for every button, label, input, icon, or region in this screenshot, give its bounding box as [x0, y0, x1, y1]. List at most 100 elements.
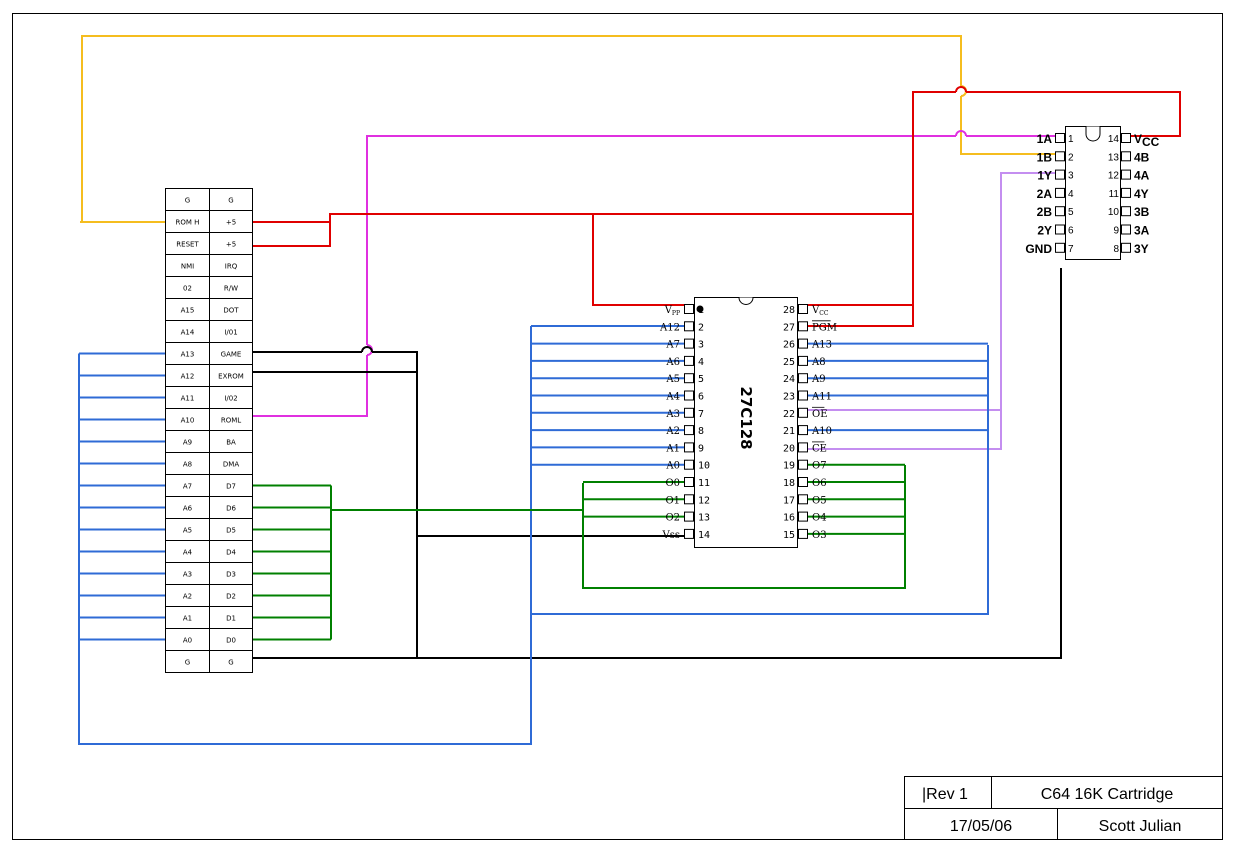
revision-label: |Rev 1: [922, 786, 968, 803]
eprom-body: [694, 297, 798, 548]
port-pin-label: G: [185, 197, 190, 205]
eprom-pin-label: O2: [665, 513, 680, 524]
port-pin-label: BA: [226, 439, 236, 447]
wire-vcc: [966, 91, 1181, 137]
eprom-pin-number: 6: [698, 392, 704, 403]
port-pin-label: A0: [183, 637, 192, 645]
logic-pin-label: 2Y: [1037, 224, 1052, 238]
port-pin-label: D1: [226, 615, 236, 623]
logic-ic-notch: [1085, 126, 1101, 142]
logic-pin-number: 7: [1068, 244, 1074, 255]
wire-roml: [253, 355, 368, 417]
eprom-pin-number: 11: [698, 478, 710, 489]
eprom-pin-label: A11: [811, 392, 832, 403]
drawing-date: 17/05/06: [950, 818, 1012, 835]
logic-pin-label: 3Y: [1134, 242, 1149, 256]
pin-pad: [684, 304, 694, 314]
logic-pin-label: 4B: [1134, 150, 1150, 164]
wire-address-bus: [531, 345, 989, 615]
pin-pad: [798, 494, 808, 505]
logic-pin-number: 8: [1113, 244, 1119, 255]
pin-pad: [684, 390, 694, 401]
eprom-pin-number: 24: [783, 374, 795, 385]
logic-pin-number: 1: [1068, 134, 1074, 145]
eprom-pin-number: 17: [783, 495, 795, 506]
eprom-pin-label: CE: [812, 443, 827, 454]
pin-pad: [1121, 133, 1131, 143]
logic-pin-number: 3: [1068, 171, 1074, 182]
port-pin-label: R/W: [224, 285, 238, 293]
eprom-pin-label: O7: [812, 461, 827, 472]
eprom-pin-number: 8: [698, 426, 704, 437]
port-pin-label: I/01: [224, 329, 237, 337]
eprom-pin-number: 2: [698, 322, 704, 333]
port-pin-label: A15: [181, 307, 195, 315]
port-pin-label: A5: [183, 527, 192, 535]
eprom-pin-number: 10: [698, 461, 710, 472]
eprom-pin-label: O3: [812, 530, 827, 541]
wire-gnd: [253, 268, 1062, 659]
pin-pad: [1121, 169, 1131, 180]
pin-pad: [798, 477, 808, 487]
pin-pad: [684, 477, 694, 487]
port-pin-label: D6: [226, 505, 236, 513]
port-pin-label: DOT: [223, 307, 239, 315]
drawing-frame: [12, 13, 1223, 840]
eprom-pin-label: VPP: [664, 305, 680, 317]
eprom-pin-label: A13: [811, 340, 832, 351]
wire-roml-hop: [955, 130, 967, 137]
eprom-pin-number: 20: [783, 443, 795, 454]
pin-pad: [1121, 206, 1131, 217]
eprom-part-number: 27C128: [737, 386, 755, 449]
logic-pin-number: 6: [1068, 226, 1074, 237]
wire-romh: [81, 35, 962, 222]
logic-pin-number: 12: [1108, 171, 1120, 182]
port-pin-label: A9: [183, 439, 192, 447]
logic-pin-number: 9: [1113, 226, 1119, 237]
eprom-notch: [738, 297, 754, 305]
eprom-pin-number: 15: [783, 530, 795, 541]
eprom-pin-label: A9: [811, 374, 826, 385]
eprom-pin-number: 23: [783, 392, 795, 403]
pin-pad: [798, 459, 808, 470]
eprom-pin-label: A5: [665, 374, 680, 385]
eprom-pin-number: 9: [698, 443, 704, 454]
logic-pin-number: 10: [1108, 207, 1120, 218]
port-pin-label: +5: [226, 219, 236, 227]
pin-pad: [798, 321, 808, 332]
port-pin-label: I/02: [224, 395, 237, 403]
logic-pin-number: 11: [1109, 189, 1120, 200]
eprom-pin-label: O4: [812, 513, 827, 524]
logic-pin-number: 2: [1068, 152, 1074, 163]
port-pin-label: 02: [183, 285, 192, 293]
port-pin-label: A4: [183, 549, 193, 557]
logic-ic-body: [1065, 126, 1121, 260]
eprom-pin-label: Vss: [662, 530, 681, 541]
eprom-pin-number: 28: [783, 305, 795, 316]
pin-pad: [1055, 224, 1065, 235]
port-pin-label: G: [185, 659, 190, 667]
logic-pin-number: 14: [1108, 134, 1120, 145]
eprom-pin-number: 18: [783, 478, 795, 489]
port-pin-label: A6: [183, 505, 193, 513]
logic-pin-label: 3A: [1134, 224, 1150, 238]
logic-pin-label: 4Y: [1134, 187, 1149, 201]
port-pin-label: D2: [226, 593, 236, 601]
eprom-pin-label: PGM: [812, 322, 837, 333]
title-block: |Rev 1 C64 16K Cartridge 17/05/06 Scott …: [904, 776, 1223, 840]
logic-pin-label: 1Y: [1037, 169, 1052, 183]
pin-pad: [1055, 151, 1065, 162]
eprom-pin-number: 12: [698, 495, 710, 506]
wire-romh: [960, 96, 1055, 155]
eprom-pin-label: A7: [665, 340, 680, 351]
port-pin-label: NMI: [181, 263, 194, 271]
logic-pin-label: 4A: [1134, 169, 1150, 183]
eprom-pin-number: 14: [698, 530, 710, 541]
logic-pin-label: 2A: [1037, 187, 1053, 201]
eprom-pin-label: O1: [665, 495, 680, 506]
eprom-pin-label: O0: [665, 478, 680, 489]
pin-pad: [684, 459, 694, 470]
pin-pad: [798, 338, 808, 349]
